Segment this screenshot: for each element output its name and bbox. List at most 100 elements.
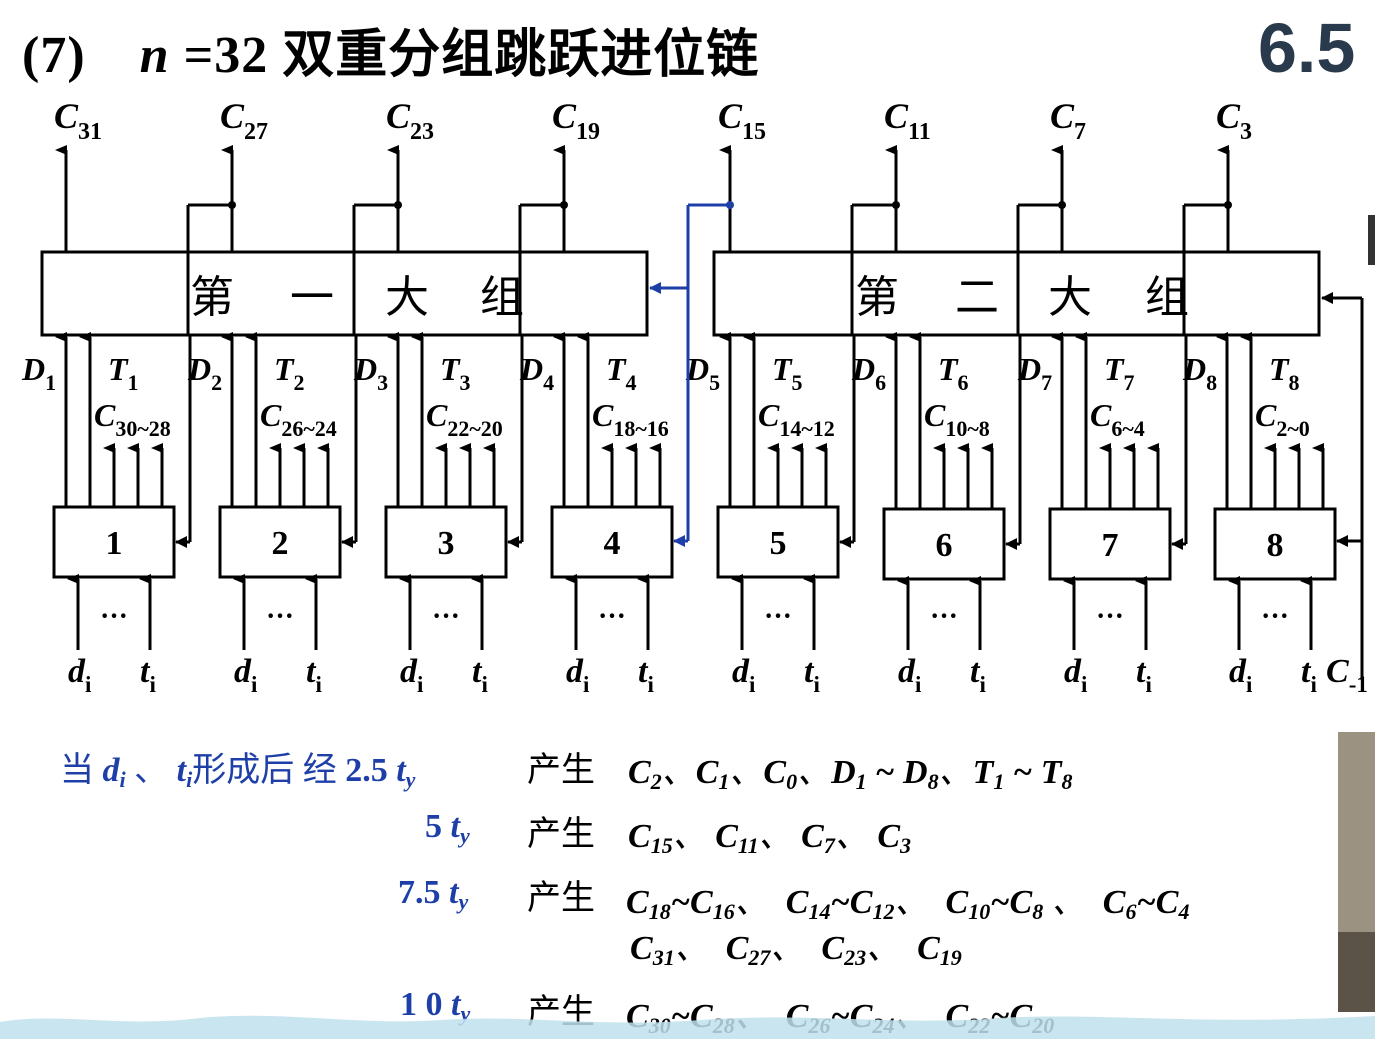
slide-edge-marker: [1368, 215, 1375, 265]
input-label-d-1: di: [68, 653, 92, 697]
decorative-wave: [0, 1015, 1375, 1039]
produce-items-3: C18~C16、 C14~C12、 C10~C8 、 C6~C4: [626, 884, 1190, 924]
group-box-number-5: 5: [770, 525, 787, 562]
produce-label-1: 产生: [527, 752, 595, 789]
timing-row-1: 当 di 、 ti形成后 经 2.5 ty: [60, 742, 415, 793]
timing-row-3: 7.5 ty: [398, 874, 469, 914]
label-d6: D6: [851, 351, 886, 395]
output-c7: C7: [1050, 96, 1086, 145]
produce-items-3b: C31、 C27、 C23、 C19: [630, 930, 962, 970]
label-d8: D8: [1182, 351, 1217, 395]
junction-dot-11: [892, 201, 900, 209]
first-group-label-3: 组: [480, 272, 524, 323]
input-dots-1: ···: [100, 601, 128, 632]
junction-dot-3: [1224, 201, 1232, 209]
label-d1: D1: [21, 351, 56, 395]
label-c22~20: C22~20: [426, 397, 503, 441]
carry-in-label: C-1: [1326, 653, 1368, 697]
input-label-d-2: di: [234, 653, 258, 697]
output-c3: C3: [1216, 96, 1252, 145]
label-t8: T8: [1269, 351, 1300, 395]
label-d7: D7: [1017, 351, 1052, 395]
first-group-label-0: 第: [190, 272, 234, 323]
title-var: n: [139, 27, 170, 84]
input-dots-6: ···: [930, 601, 958, 632]
input-label-t-2: ti: [306, 653, 322, 697]
second-group-label-0: 第: [855, 272, 899, 323]
label-c30~28: C30~28: [94, 397, 171, 441]
produce-label-2: 产生: [527, 816, 595, 853]
input-label-t-1: ti: [140, 653, 156, 697]
second-group-label-3: 组: [1145, 272, 1189, 323]
input-dots-5: ···: [764, 601, 792, 632]
input-dots-3: ···: [432, 601, 460, 632]
input-dots-4: ···: [598, 601, 626, 632]
input-label-d-4: di: [566, 653, 590, 697]
first-big-group-box: [40, 250, 649, 337]
input-dots-7: ···: [1096, 601, 1124, 632]
input-label-d-6: di: [898, 653, 922, 697]
junction-dot-23: [394, 201, 402, 209]
input-label-t-7: ti: [1136, 653, 1152, 697]
produce-label-3: 产生: [527, 880, 595, 917]
produce-items-2: C15、 C11、 C7、 C3: [628, 818, 912, 858]
label-c2~0: C2~0: [1255, 397, 1310, 441]
first-group-label-2: 大: [385, 272, 429, 323]
group-box-number-7: 7: [1102, 527, 1119, 564]
input-dots-8: ···: [1261, 601, 1289, 632]
input-label-d-3: di: [400, 653, 424, 697]
label-c6~4: C6~4: [1090, 397, 1145, 441]
label-t1: T1: [108, 351, 139, 395]
output-c31: C31: [54, 96, 102, 145]
label-c26~24: C26~24: [260, 397, 337, 441]
timing-lead: 当 di 、 ti形成后 经 2.5 ty: [60, 752, 416, 792]
second-group-label-2: 大: [1048, 272, 1092, 323]
label-t5: T5: [772, 351, 803, 395]
group-box-number-8: 8: [1267, 527, 1284, 564]
label-t4: T4: [606, 351, 637, 395]
input-label-t-3: ti: [472, 653, 488, 697]
label-d2: D2: [187, 351, 222, 395]
junction-dot-19: [560, 201, 568, 209]
label-t7: T7: [1104, 351, 1135, 395]
junction-dot-7: [1058, 201, 1066, 209]
slide-title: (7) n =32 双重分组跳跃进位链: [22, 12, 759, 87]
input-dots-2: ···: [266, 601, 294, 632]
output-c27: C27: [220, 96, 268, 145]
input-label-d-8: di: [1229, 653, 1253, 697]
group-box-number-4: 4: [604, 525, 621, 562]
input-label-t-5: ti: [804, 653, 820, 697]
title-rest: =32 双重分组跳跃进位链: [169, 27, 760, 84]
timing-row-2: 5 ty: [425, 808, 470, 848]
second-group-label-1: 二: [955, 272, 999, 323]
label-c10~8: C10~8: [924, 397, 990, 441]
input-label-t-4: ti: [638, 653, 654, 697]
group-box-number-3: 3: [438, 525, 455, 562]
group-box-number-6: 6: [936, 527, 953, 564]
speaker-video-thumbnail: [1338, 732, 1375, 1012]
output-c11: C11: [884, 96, 931, 145]
label-c18~16: C18~16: [592, 397, 669, 441]
group-box-number-1: 1: [106, 525, 123, 562]
label-c14~12: C14~12: [758, 397, 835, 441]
output-c23: C23: [386, 96, 434, 145]
label-t2: T2: [274, 351, 305, 395]
label-t3: T3: [440, 351, 471, 395]
input-label-t-6: ti: [970, 653, 986, 697]
input-label-t-8: ti: [1301, 653, 1317, 697]
label-d4: D4: [519, 351, 554, 395]
section-number: 6.5: [1258, 9, 1356, 87]
input-label-d-5: di: [732, 653, 756, 697]
label-d3: D3: [353, 351, 388, 395]
output-c19: C19: [552, 96, 600, 145]
label-t6: T6: [938, 351, 969, 395]
group-box-number-2: 2: [272, 525, 289, 562]
label-d5: D5: [685, 351, 720, 395]
first-group-label-1: 一: [290, 272, 334, 323]
blue-junction-dot: [726, 201, 734, 209]
title-prefix: (7): [22, 27, 86, 84]
input-label-d-7: di: [1064, 653, 1088, 697]
junction-dot-27: [228, 201, 236, 209]
produce-items-1: C2、C1、C0、D1 ~ D8、T1 ~ T8: [628, 754, 1073, 794]
